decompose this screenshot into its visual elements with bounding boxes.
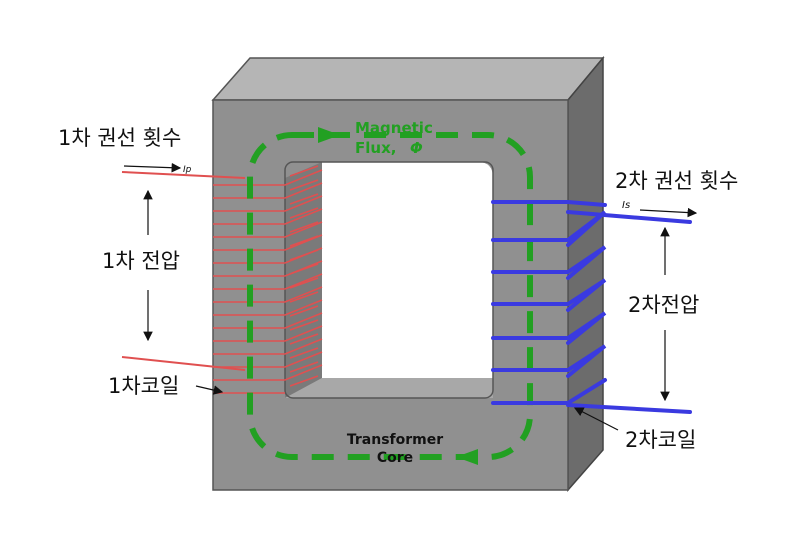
core-label-line1: Transformer — [347, 432, 443, 448]
secondary-lead-bottom — [566, 403, 692, 414]
primary-coil-label: 1차코일 — [108, 374, 179, 398]
flux-arrow-bottom — [456, 449, 478, 465]
secondary-coil — [491, 200, 692, 414]
primary-turns-label: 1차 권선 횟수 — [58, 126, 181, 150]
flux-label-line2: Flux, — [355, 139, 396, 157]
secondary-coil-pointer — [573, 407, 619, 431]
magnetic-flux-path — [247, 132, 533, 460]
secondary-current-arrow — [639, 207, 698, 218]
primary-window-hatch — [289, 165, 319, 387]
core-window — [322, 162, 493, 378]
core-window-bottom-depth — [285, 378, 493, 398]
secondary-voltage-label: 2차전압 — [628, 293, 699, 317]
core-top-face — [211, 57, 605, 101]
primary-current-arrow — [123, 162, 182, 173]
primary-windings — [213, 169, 323, 394]
primary-lead-top — [121, 171, 246, 179]
secondary-current-label: Is — [622, 200, 630, 211]
primary-coil-pointer — [195, 385, 224, 395]
core-window-outline — [284, 161, 494, 399]
primary-current-label: Ip — [183, 165, 192, 175]
primary-lead-bottom — [121, 356, 246, 371]
secondary-turns-label: 2차 권선 횟수 — [615, 169, 738, 193]
flux-symbol: Φ — [410, 139, 423, 157]
primary-coil — [121, 165, 323, 394]
flux-label-line1: Magnetic — [355, 119, 433, 137]
flux-arrow-top — [318, 127, 340, 143]
primary-voltage-label: 1차 전압 — [102, 249, 180, 273]
secondary-lead-top — [566, 210, 692, 224]
secondary-coil-label: 2차코일 — [625, 428, 696, 452]
core-label-line2: Core — [377, 450, 413, 466]
secondary-windings — [491, 200, 607, 405]
